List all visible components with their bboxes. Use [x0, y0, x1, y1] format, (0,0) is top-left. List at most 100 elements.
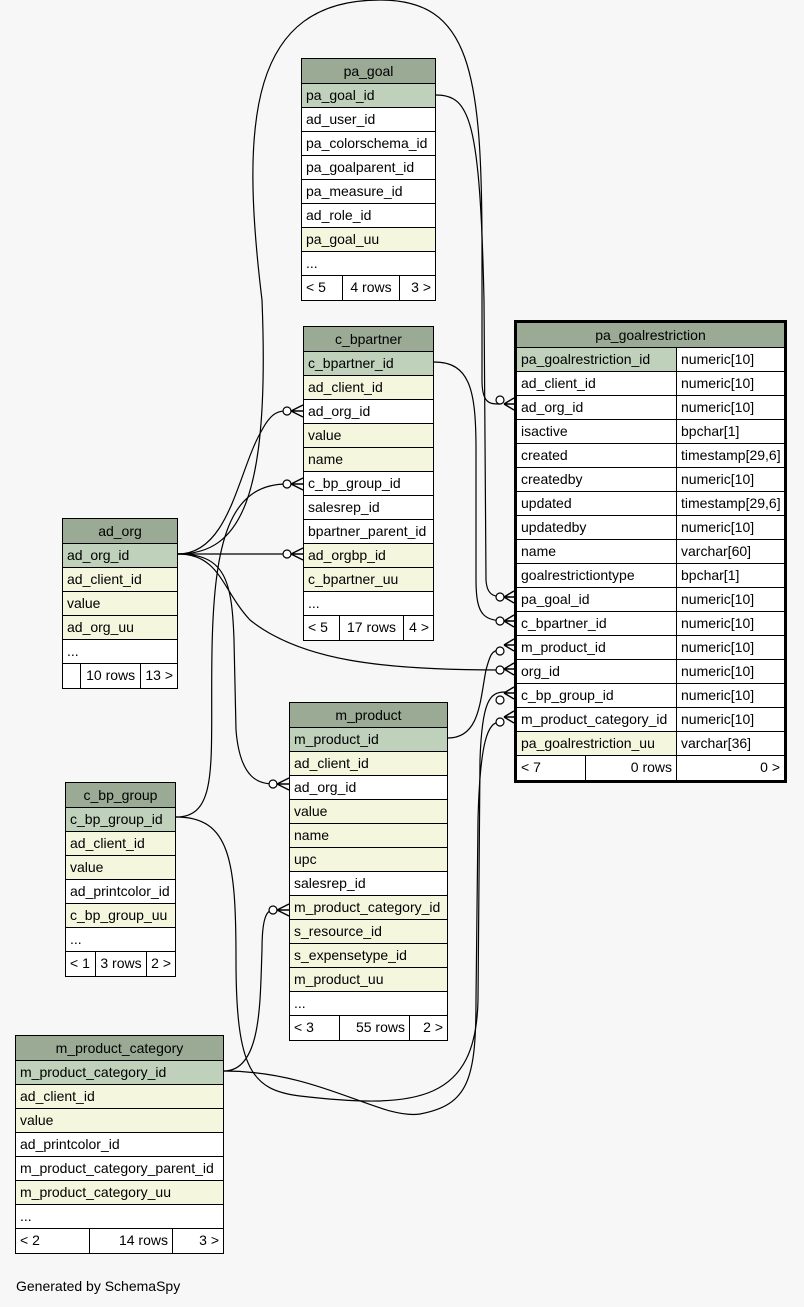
parents-count[interactable]: < 7 [521, 759, 541, 775]
table-c-bp-group[interactable]: c_bp_group c_bp_group_id ad_client_id va… [65, 782, 176, 977]
parents-count[interactable]: < 5 [306, 279, 326, 295]
table-m-product[interactable]: m_product m_product_id ad_client_id ad_o… [289, 702, 448, 1041]
column-row[interactable]: c_bp_group_uu [66, 904, 175, 928]
children-count[interactable]: 4 > [403, 616, 433, 640]
column-row[interactable]: c_bpartner_uu [304, 568, 433, 592]
column-row[interactable]: value [66, 856, 175, 880]
column-row[interactable]: bpartner_parent_id [304, 520, 433, 544]
column-name: ad_client_id [70, 835, 145, 851]
column-row[interactable]: ad_org_id [304, 400, 433, 424]
children-count[interactable]: 3 > [399, 276, 435, 300]
children-count[interactable]: 3 > [172, 1229, 223, 1253]
column-row[interactable]: ad_client_id [16, 1085, 223, 1109]
column-row[interactable]: ad_org_uu [63, 616, 177, 640]
column-row[interactable]: m_product_category_parent_id [16, 1157, 223, 1181]
column-row[interactable]: ad_printcolor_id [16, 1133, 223, 1157]
column-name: c_bp_group_id [70, 811, 163, 827]
table-ad-org[interactable]: ad_org ad_org_id ad_client_id value ad_o… [62, 518, 178, 689]
table-title[interactable]: pa_goal [302, 59, 435, 84]
children-count[interactable]: 13 > [140, 664, 177, 688]
column-row[interactable]: m_product_uu [290, 968, 447, 992]
column-row[interactable]: c_bp_group_id [66, 808, 175, 832]
column-row-more[interactable]: ... [63, 640, 177, 664]
column-row[interactable]: value [304, 424, 433, 448]
table-c-bpartner[interactable]: c_bpartner c_bpartner_id ad_client_id ad… [303, 326, 434, 641]
column-row[interactable]: c_bp_group_id [304, 472, 433, 496]
parents-count[interactable]: < 1 [70, 955, 90, 971]
column-row[interactable]: s_expensetype_id [290, 944, 447, 968]
column-row[interactable]: pa_measure_id [302, 180, 435, 204]
table-m-product-category[interactable]: m_product_category m_product_category_id… [15, 1035, 224, 1254]
column-row[interactable]: pa_colorschema_id [302, 132, 435, 156]
column-row[interactable]: pa_goalparent_id [302, 156, 435, 180]
column-row-more[interactable]: ... [290, 992, 447, 1016]
column-row[interactable]: salesrep_id [304, 496, 433, 520]
column-row[interactable]: value [16, 1109, 223, 1133]
parents-count[interactable]: < 5 [308, 619, 328, 635]
column-row[interactable]: ad_printcolor_id [66, 880, 175, 904]
crowfoot-marker [276, 777, 290, 791]
column-row-more[interactable]: ... [16, 1205, 223, 1229]
column-row[interactable]: ad_orgbp_id [304, 544, 433, 568]
column-row[interactable]: value [290, 800, 447, 824]
children-count[interactable]: 2 > [146, 952, 175, 976]
column-row-more[interactable]: ... [302, 252, 435, 276]
column-row[interactable]: salesrep_id [290, 872, 447, 896]
table-pa-goal[interactable]: pa_goal pa_goal_id ad_user_id pa_colorsc… [301, 58, 436, 301]
column-row[interactable]: ad_org_id [290, 776, 447, 800]
column-row[interactable]: name [304, 448, 433, 472]
parents-count[interactable]: < 2 [20, 1232, 40, 1248]
column-row[interactable]: m_product_category_uu [16, 1181, 223, 1205]
table-title[interactable]: c_bpartner [304, 327, 433, 352]
table-title[interactable]: c_bp_group [66, 783, 175, 808]
column-type: numeric[10] [676, 612, 784, 635]
column-row-more[interactable]: ... [304, 592, 433, 616]
children-count[interactable]: 2 > [409, 1016, 447, 1040]
parents-count[interactable] [63, 664, 80, 688]
column-row[interactable]: pa_goal_uu [302, 228, 435, 252]
column-row[interactable]: m_product_category_id [16, 1061, 223, 1085]
column-row[interactable]: value [63, 592, 177, 616]
column-row[interactable]: ad_client_id [290, 752, 447, 776]
column-row[interactable]: ad_client_id [66, 832, 175, 856]
table-pa-goalrestriction[interactable]: pa_goalrestriction pa_goalrestriction_id… [514, 320, 787, 783]
parents-count[interactable]: < 3 [294, 1019, 314, 1035]
children-count[interactable]: 0 > [676, 756, 784, 780]
column-row[interactable]: m_product_id [290, 728, 447, 752]
column-row[interactable]: s_resource_id [290, 920, 447, 944]
table-title[interactable]: m_product [290, 703, 447, 728]
table-title[interactable]: ad_org [63, 519, 177, 544]
column-name: pa_goalrestriction_id [517, 348, 676, 371]
column-row[interactable]: ad_client_id [63, 568, 177, 592]
column-row[interactable]: upc [290, 848, 447, 872]
column-row[interactable]: ad_user_id [302, 108, 435, 132]
column-row[interactable]: name [290, 824, 447, 848]
column-row[interactable]: ad_role_id [302, 204, 435, 228]
column-row[interactable]: c_bpartner_id [304, 352, 433, 376]
column-row[interactable]: ad_client_id [304, 376, 433, 400]
column-row[interactable]: ad_org_id [63, 544, 177, 568]
crowfoot-marker [276, 903, 290, 917]
table-title[interactable]: m_product_category [16, 1036, 223, 1061]
table-title[interactable]: pa_goalrestriction [517, 323, 784, 348]
column-row[interactable]: pa_goal_id [302, 84, 435, 108]
column-row[interactable]: m_product_category_id [290, 896, 447, 920]
column-row-more[interactable]: ... [66, 928, 175, 952]
